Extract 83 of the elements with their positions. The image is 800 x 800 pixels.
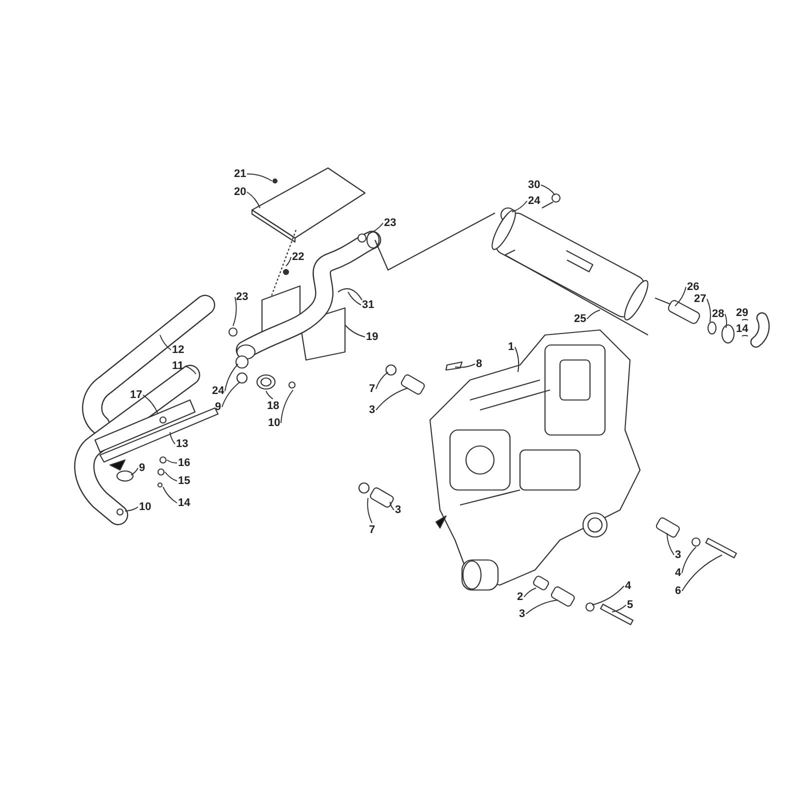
callout-number: 23 (236, 291, 248, 303)
leader-line (222, 382, 240, 408)
callout-number: 1 (508, 341, 514, 353)
leader-line (224, 364, 238, 392)
callout-number: 10 (268, 417, 280, 429)
leader-line (162, 486, 178, 504)
callout-number: 3 (519, 608, 526, 620)
callout-number: 9 (139, 462, 146, 474)
callout-number: 27 (694, 293, 706, 305)
leader-line (124, 506, 138, 512)
leader-line (612, 604, 626, 612)
callout-number: 28 (712, 308, 724, 320)
exploded-view-drawing (74, 167, 770, 626)
leader-line (170, 432, 176, 444)
leader-line (514, 346, 520, 372)
leader-line (666, 532, 674, 556)
callout-number: 25 (574, 313, 586, 325)
callout-number: 26 (687, 281, 700, 293)
callout-number: 2 (517, 591, 524, 603)
leader-line (682, 546, 696, 574)
callout-number: 3 (675, 549, 682, 561)
callout-number: 9 (215, 401, 222, 413)
callout-number: 21 (234, 168, 246, 180)
leader-line (674, 286, 686, 306)
callout-number: 7 (369, 383, 376, 395)
leader-line (164, 472, 178, 482)
leader-line (742, 335, 748, 336)
leader-line (160, 334, 172, 350)
callout-number: 29 (736, 307, 748, 319)
callout-number: 12 (172, 344, 184, 356)
callout-number: 14 (736, 323, 748, 335)
callout-number: 24 (528, 195, 540, 207)
leader-line (682, 554, 722, 592)
leader-line (246, 192, 260, 208)
leader-line (184, 366, 196, 374)
callout-number: 18 (267, 400, 280, 412)
leader-line (368, 222, 384, 234)
callout-number: 23 (384, 217, 396, 229)
leader-line (540, 184, 556, 196)
callout-number: 15 (178, 475, 190, 487)
callout-number: 17 (130, 389, 142, 401)
leader-line (280, 390, 294, 424)
leader-line (166, 460, 178, 464)
callout-number: 4 (625, 580, 632, 592)
leader-line (512, 200, 528, 212)
leader-line (742, 319, 748, 320)
leader-line (246, 174, 272, 182)
callout-number: 16 (178, 457, 190, 469)
callout-number: 5 (627, 599, 634, 611)
leader-line (592, 586, 624, 606)
leader-line (367, 498, 372, 524)
leader-line (376, 388, 408, 410)
callout-number: 13 (176, 438, 188, 450)
leader-line (524, 588, 536, 598)
callout-number: 24 (212, 385, 224, 397)
callout-number: 22 (292, 251, 304, 263)
leader-line (526, 600, 558, 614)
leader-line (706, 298, 712, 322)
leader-line (390, 502, 394, 510)
leader-line (586, 310, 600, 320)
leader-line (286, 256, 292, 266)
callout-number: 31 (362, 299, 374, 311)
callout-number: 30 (528, 179, 540, 191)
callout-number: 3 (395, 504, 402, 516)
leader-line (724, 314, 728, 328)
leader-line (348, 292, 362, 306)
leader-line (344, 324, 366, 338)
leader-line (376, 372, 388, 390)
callout-number: 7 (369, 524, 376, 536)
callout-number: 20 (234, 186, 246, 198)
leader-line (232, 296, 237, 326)
leader-line (142, 394, 158, 414)
leader-line (130, 468, 138, 476)
leader-line (266, 390, 274, 400)
callout-number: 6 (675, 585, 682, 597)
leader-line (454, 364, 476, 368)
callout-number: 10 (139, 501, 152, 513)
callout-number: 3 (369, 404, 376, 416)
callout-number: 14 (178, 497, 190, 509)
callout-number: 11 (172, 360, 184, 372)
callout-number: 8 (476, 358, 482, 370)
callout-number: 4 (675, 567, 682, 579)
callout-number: 19 (366, 331, 378, 343)
